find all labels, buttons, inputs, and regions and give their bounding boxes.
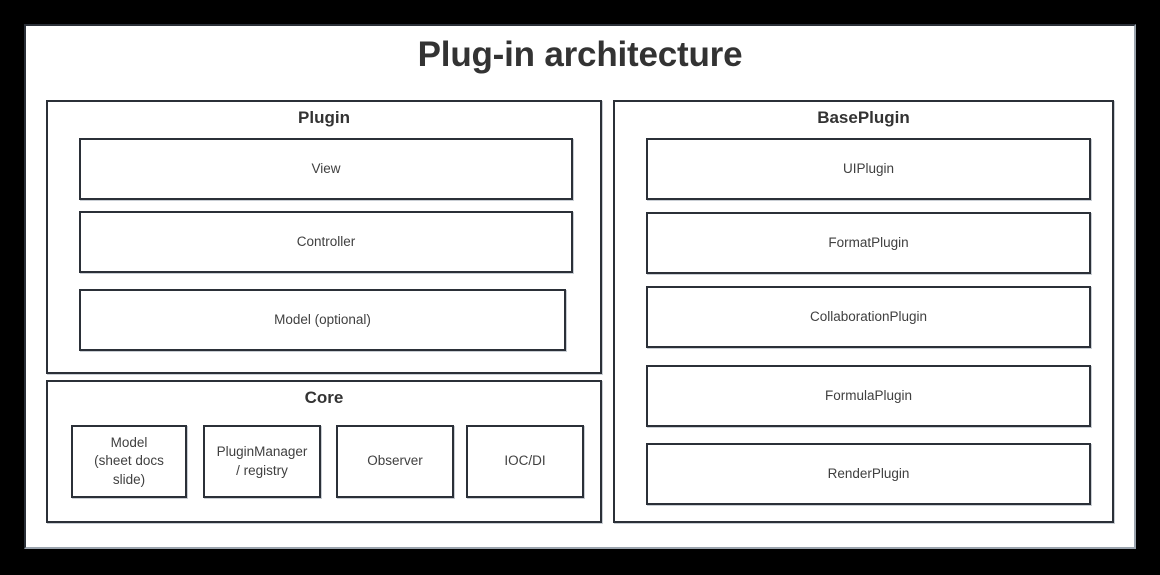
panel-plugin-title: Plugin — [298, 108, 350, 127]
plugin-item-view[interactable]: View — [79, 138, 573, 200]
core-item-observer-label: Observer — [367, 453, 423, 469]
core-item-pluginmanager[interactable]: PluginManager / registry — [203, 425, 321, 498]
core-item-observer[interactable]: Observer — [336, 425, 454, 498]
panel-plugin[interactable]: Plugin View Controller Model (optional) — [46, 100, 602, 374]
baseplugin-item-formulaplugin[interactable]: FormulaPlugin — [646, 365, 1091, 427]
core-item-model[interactable]: Model (sheet docs slide) — [71, 425, 187, 498]
baseplugin-item-renderplugin-label: RenderPlugin — [827, 465, 910, 481]
baseplugin-item-uiplugin[interactable]: UIPlugin — [646, 138, 1091, 200]
panel-core[interactable]: Core Model (sheet docs slide) PluginMana… — [46, 380, 602, 523]
plugin-item-controller[interactable]: Controller — [79, 211, 573, 273]
baseplugin-item-renderplugin[interactable]: RenderPlugin — [646, 443, 1091, 505]
slide-canvas: Plug-in architecture Plugin View Control… — [24, 24, 1136, 549]
baseplugin-item-uiplugin-label: UIPlugin — [842, 160, 895, 176]
panel-core-title: Core — [304, 388, 344, 407]
baseplugin-item-formatplugin[interactable]: FormatPlugin — [646, 212, 1091, 274]
plugin-item-model-label: Model (optional) — [274, 311, 371, 327]
baseplugin-item-collaborationplugin-label: CollaborationPlugin — [809, 308, 928, 324]
plugin-item-view-label: View — [311, 160, 341, 176]
core-item-model-label: Model (sheet docs slide) — [94, 435, 164, 487]
plugin-item-controller-label: Controller — [296, 233, 356, 249]
core-item-iocdi-label: IOC/DI — [504, 453, 546, 469]
page-title: Plug-in architecture — [417, 35, 743, 74]
baseplugin-item-collaborationplugin[interactable]: CollaborationPlugin — [646, 286, 1091, 348]
core-item-iocdi[interactable]: IOC/DI — [466, 425, 584, 498]
plugin-item-model[interactable]: Model (optional) — [79, 289, 566, 351]
baseplugin-item-formatplugin-label: FormatPlugin — [828, 234, 909, 250]
panel-baseplugin-title: BasePlugin — [817, 108, 910, 127]
panel-baseplugin[interactable]: BasePlugin UIPlugin FormatPlugin Collabo… — [613, 100, 1114, 523]
baseplugin-item-formulaplugin-label: FormulaPlugin — [824, 387, 913, 403]
core-item-pluginmanager-label: PluginManager / registry — [216, 444, 308, 478]
